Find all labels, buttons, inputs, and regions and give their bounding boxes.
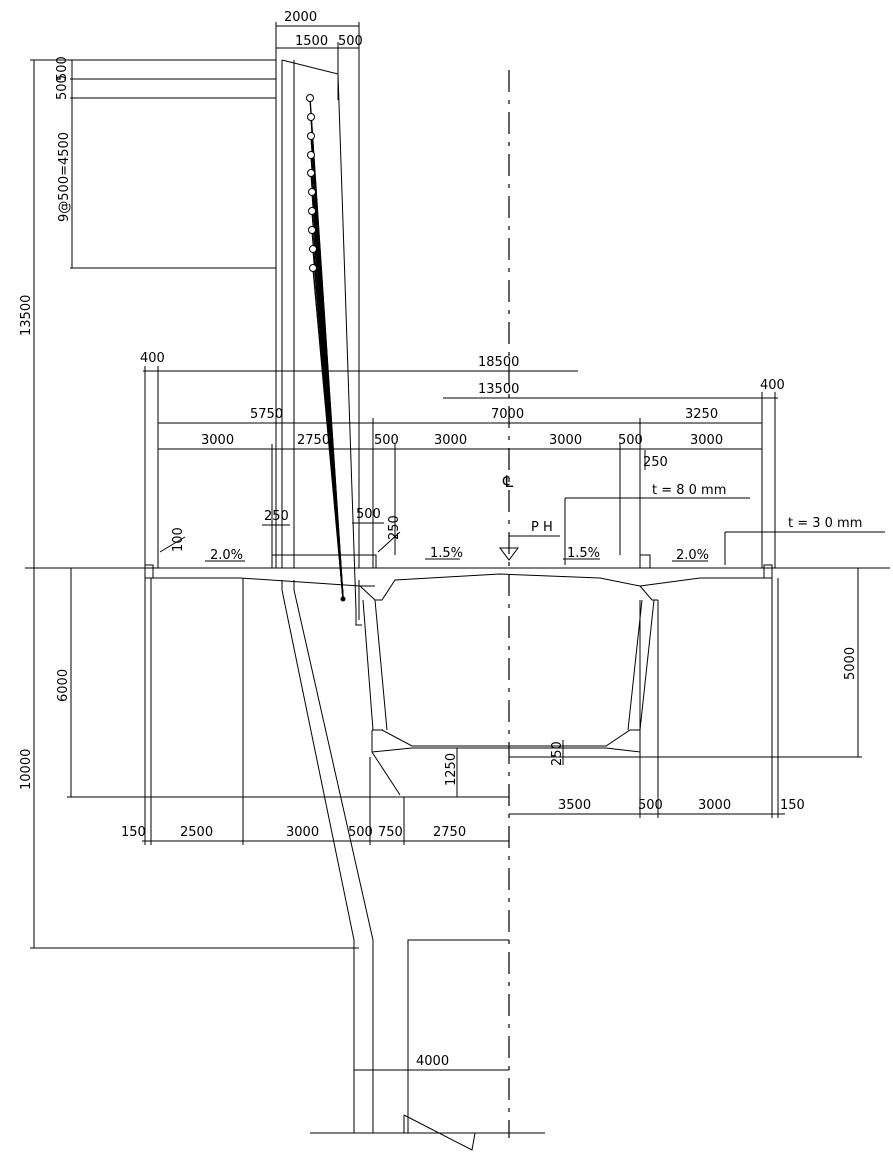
dim-step-250-left: 250 — [264, 509, 289, 524]
dim-anchor-500-b: 500 — [55, 75, 70, 100]
dim-right-3250: 3250 — [685, 407, 718, 422]
dim-anchor-500-a: 500 — [55, 56, 70, 81]
dim-tower-13500: 13500 — [19, 295, 34, 336]
deck-dims: 400 18500 13500 400 5750 7000 3250 3000 … — [140, 351, 785, 568]
dim-left-2500: 2500 — [180, 825, 213, 840]
dim-pier-4000: 4000 — [416, 1054, 449, 1069]
dim-tower-top-1500: 1500 — [295, 34, 328, 49]
stay-cables — [309, 97, 344, 599]
centerline: ℄ — [502, 70, 514, 1138]
pavement-labels: t = 8 0 mm t = 3 0 mm P H 2.0% 1.5% 1.5%… — [205, 483, 885, 565]
dim-left-2750: 2750 — [433, 825, 466, 840]
dim-right-500: 500 — [638, 798, 663, 813]
dim-span-18500: 18500 — [478, 355, 519, 370]
slope-right-inner: 1.5% — [567, 546, 600, 561]
dim-lane-3000-a: 3000 — [201, 433, 234, 448]
tower-top-dims: 2000 1500 500 — [276, 10, 363, 54]
pavement-ph: P H — [531, 520, 553, 535]
dim-gap-500-a: 500 — [374, 433, 399, 448]
cable-anchors — [306, 94, 346, 602]
dim-span-13500: 13500 — [478, 382, 519, 397]
dim-lane-2750: 2750 — [297, 433, 330, 448]
centerline-symbol: ℄ — [502, 472, 514, 491]
dim-right-3500: 3500 — [558, 798, 591, 813]
slope-left-outer: 2.0% — [210, 548, 243, 563]
dim-bottom-1250: 1250 — [444, 753, 459, 786]
tower-height-dims: 500 500 9@500=4500 13500 10000 — [19, 56, 359, 949]
girder-dims: 6000 5000 1250 250 3500 500 3000 150 150… — [56, 568, 862, 1071]
dim-left-3000: 3000 — [286, 825, 319, 840]
pavement-t30: t = 3 0 mm — [788, 516, 862, 531]
slope-left-inner: 1.5% — [430, 546, 463, 561]
dim-tower-top-500: 500 — [338, 34, 363, 49]
dim-anchor-spacing: 9@500=4500 — [57, 132, 72, 222]
dim-tower-top-2000: 2000 — [284, 10, 317, 25]
dim-lane-3000-b: 3000 — [434, 433, 467, 448]
dim-right-3000: 3000 — [698, 798, 731, 813]
dim-left-5750: 5750 — [250, 407, 283, 422]
dim-center-7000: 7000 — [491, 407, 524, 422]
dim-depth-6000: 6000 — [56, 669, 71, 702]
dim-left-150: 150 — [121, 825, 146, 840]
slope-right-outer: 2.0% — [676, 548, 709, 563]
dim-pier-10000: 10000 — [19, 749, 34, 790]
dim-step-500-mid: 500 — [356, 507, 381, 522]
dim-box-5000: 5000 — [843, 647, 858, 680]
dim-bottom-250: 250 — [550, 741, 565, 766]
tower — [275, 22, 374, 1133]
dim-edge-left-400: 400 — [140, 351, 165, 366]
dim-right-150: 150 — [780, 798, 805, 813]
deck — [25, 554, 890, 1151]
pavement-t80: t = 8 0 mm — [652, 483, 726, 498]
dim-lane-3000-c: 3000 — [549, 433, 582, 448]
dim-step-250-right: 250 — [643, 455, 668, 470]
dim-step-100: 100 — [171, 527, 186, 552]
dim-edge-right-400: 400 — [760, 378, 785, 393]
dim-left-750: 750 — [378, 825, 403, 840]
dim-lane-3000-d: 3000 — [690, 433, 723, 448]
dim-gap-500-b: 500 — [618, 433, 643, 448]
dim-step-250-slant: 250 — [387, 515, 402, 540]
dim-left-500: 500 — [348, 825, 373, 840]
